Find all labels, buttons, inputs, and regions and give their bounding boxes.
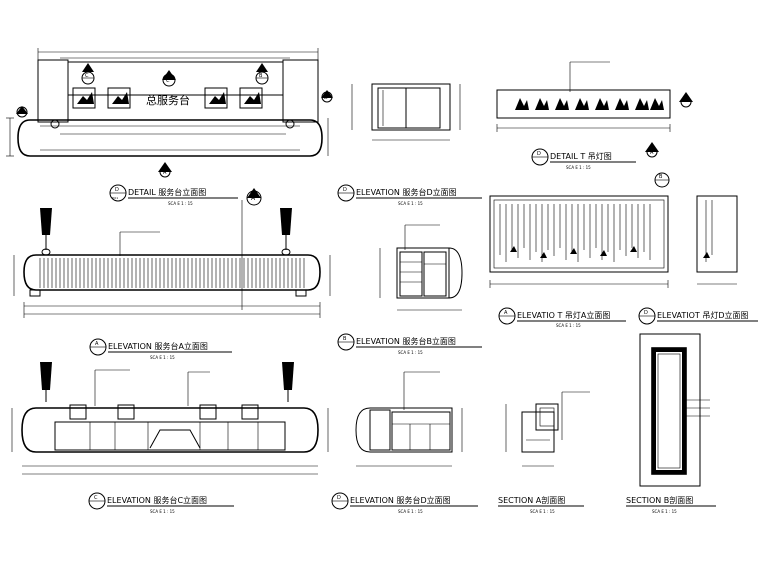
svg-text:A: A <box>95 341 99 347</box>
section-marker-lamp <box>679 92 693 108</box>
svg-text:ELEVATION 服务台A立面图: ELEVATION 服务台A立面图 <box>108 341 208 351</box>
section-marker-d-right: D <box>321 90 333 103</box>
section-marker-lamp-mid: B <box>654 172 670 188</box>
elev-counter-a: A A ELEVATION 服务台A立面图 SCA E 1 : 15 <box>13 188 331 360</box>
section-marker-lamp-bottom: A <box>645 142 659 158</box>
svg-text:A: A <box>650 150 654 156</box>
svg-text:C: C <box>94 495 98 501</box>
svg-text:D: D <box>537 151 541 157</box>
svg-text:P.01: P.01 <box>112 196 118 200</box>
section-marker-a-left <box>16 106 28 118</box>
svg-text:C: C <box>85 73 89 79</box>
svg-text:C: C <box>166 78 170 84</box>
svg-text:ELEVATION 服务台B立面图: ELEVATION 服务台B立面图 <box>356 336 456 346</box>
svg-text:SCA E 1 : 15: SCA E 1 : 15 <box>398 509 423 514</box>
svg-text:SCA E 1 : 15: SCA E 1 : 15 <box>150 509 175 514</box>
svg-text:SCA E 1 : 15: SCA E 1 : 15 <box>168 201 193 206</box>
detail-counter-plan: 总服务台 C C B <box>6 48 333 206</box>
svg-text:SCA E 1 : 15: SCA E 1 : 15 <box>150 355 175 360</box>
svg-text:B: B <box>343 336 347 342</box>
svg-text:B: B <box>259 73 263 79</box>
svg-text:SECTION B剖面图: SECTION B剖面图 <box>626 495 693 505</box>
svg-text:A: A <box>504 310 508 316</box>
svg-text:SCA E 1 : 15: SCA E 1 : 15 <box>398 350 423 355</box>
elev-counter-c: C ELEVATION 服务台C立面图 SCA E 1 : 15 <box>11 362 329 514</box>
svg-text:SCA E 1 : 15: SCA E 1 : 15 <box>530 509 555 514</box>
title-elev-lamp-d: D ELEVATIOT 吊灯D立面图 <box>638 307 758 325</box>
svg-text:A: A <box>251 195 256 202</box>
svg-text:DETAIL T 吊灯图: DETAIL T 吊灯图 <box>550 151 612 161</box>
title-elev-c: C ELEVATION 服务台C立面图 SCA E 1 : 15 <box>88 492 234 514</box>
section-marker-b: B <box>255 63 269 85</box>
svg-text:B: B <box>659 174 663 180</box>
title-detail-lamp: D DETAIL T 吊灯图 SCA E 1 : 15 <box>531 148 636 170</box>
svg-text:D: D <box>343 187 347 193</box>
svg-text:ELEVATION 服务台C立面图: ELEVATION 服务台C立面图 <box>107 495 207 505</box>
elev-counter-d-top: D ELEVATION 服务台D立面图 SCA E 1 : 15 <box>337 83 482 206</box>
section-marker-a-bottom: A <box>158 162 172 178</box>
detail-lamp-plan: A D DETAIL T 吊灯图 SCA E 1 : 15 <box>496 61 693 170</box>
title-elev-counter-d: D ELEVATION 服务台D立面图 SCA E 1 : 15 <box>337 184 482 206</box>
svg-text:D: D <box>324 95 328 101</box>
elev-lamp-a: B A ELEVATIO T 吊灯A立面图 SCA E 1 : 15 <box>489 172 670 328</box>
title-elev-a: A ELEVATION 服务台A立面图 SCA E 1 : 15 <box>89 338 232 360</box>
section-marker-a-mid: A <box>246 188 262 206</box>
svg-text:ELEVATION 服务台D立面图: ELEVATION 服务台D立面图 <box>356 187 457 197</box>
svg-text:ELEVATIO T 吊灯A立面图: ELEVATIO T 吊灯A立面图 <box>517 310 610 320</box>
svg-text:SCA E 1 : 15: SCA E 1 : 15 <box>398 201 423 206</box>
section-a: SECTION A剖面图 SCA E 1 : 15 <box>498 391 590 514</box>
svg-text:SCA E 1 : 15: SCA E 1 : 15 <box>652 509 677 514</box>
svg-text:D: D <box>337 495 341 501</box>
title-elev-d2: D ELEVATION 服务台D立面图 SCA E 1 : 15 <box>331 492 478 514</box>
title-detail-counter: D P.01 DETAIL 服务台立面图 SCA E 1 : 15 <box>109 184 238 206</box>
counter-sign-text: 总服务台 <box>146 93 190 107</box>
section-marker-c2: C <box>162 70 176 87</box>
title-section-a: SECTION A剖面图 SCA E 1 : 15 <box>498 495 584 514</box>
svg-text:SECTION A剖面图: SECTION A剖面图 <box>498 495 565 505</box>
svg-text:SCA E 1 : 15: SCA E 1 : 15 <box>566 165 591 170</box>
svg-text:DETAIL 服务台立面图: DETAIL 服务台立面图 <box>128 187 206 197</box>
svg-text:A: A <box>163 170 167 176</box>
vertical-slats <box>39 258 305 288</box>
svg-text:ELEVATION 服务台D立面图: ELEVATION 服务台D立面图 <box>350 495 451 505</box>
elev-lamp-d: D ELEVATIOT 吊灯D立面图 <box>638 195 758 325</box>
svg-text:D: D <box>115 187 119 193</box>
section-b: SECTION B剖面图 SCA E 1 : 15 <box>626 333 716 514</box>
svg-text:SCA E 1 : 15: SCA E 1 : 15 <box>556 323 581 328</box>
title-elev-b: B ELEVATION 服务台B立面图 SCA E 1 : 15 <box>337 333 482 355</box>
elev-counter-b: B ELEVATION 服务台B立面图 SCA E 1 : 15 <box>337 224 482 355</box>
elev-counter-d-bottom: D ELEVATION 服务台D立面图 SCA E 1 : 15 <box>331 371 478 514</box>
title-section-b: SECTION B剖面图 SCA E 1 : 15 <box>626 495 716 514</box>
svg-text:ELEVATIOT 吊灯D立面图: ELEVATIOT 吊灯D立面图 <box>657 310 749 320</box>
title-elev-lamp-a: A ELEVATIO T 吊灯A立面图 SCA E 1 : 15 <box>498 307 626 328</box>
section-marker-c: C <box>81 63 95 85</box>
svg-text:D: D <box>644 310 648 316</box>
